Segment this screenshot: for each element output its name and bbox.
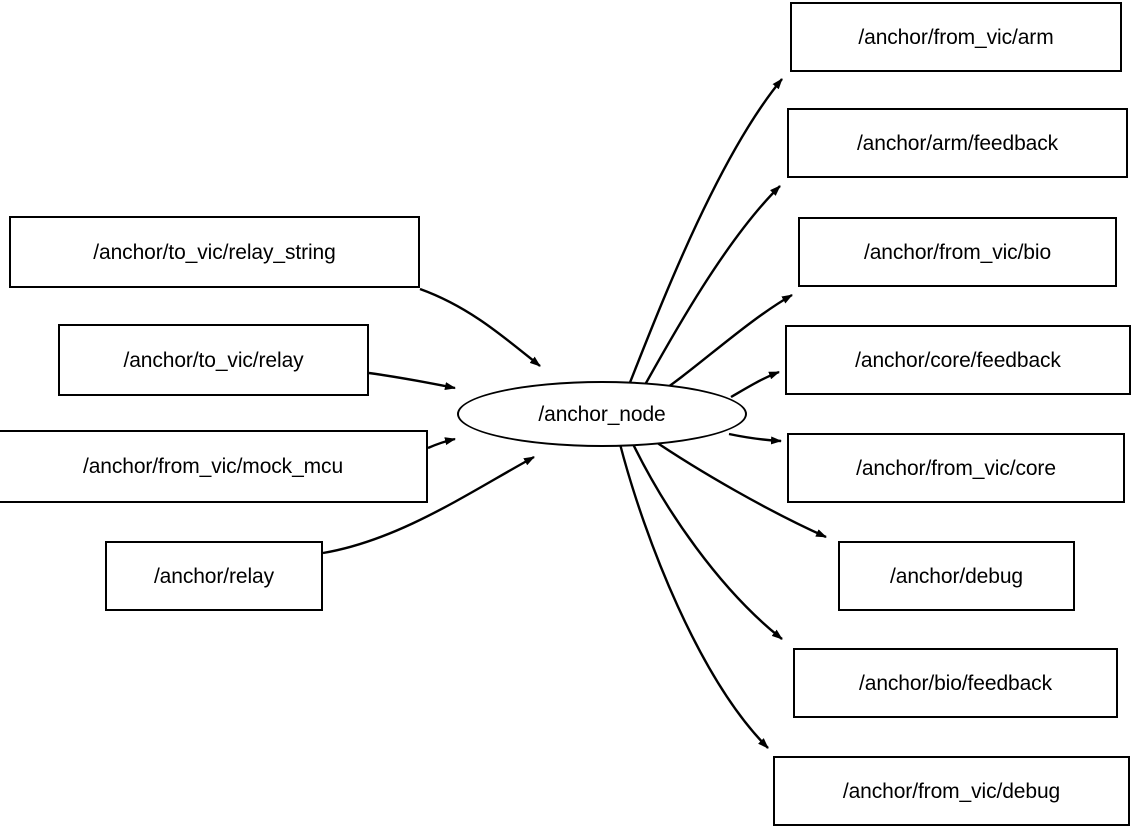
- topic-node-bio-feedback[interactable]: /anchor/bio/feedback: [793, 648, 1118, 718]
- edge-node-to-from-vic-debug: [618, 443, 769, 749]
- edge-node-to-debug: [649, 437, 827, 539]
- topic-label: /anchor/relay: [153, 564, 275, 588]
- topic-node-to-vic-relay-string[interactable]: /anchor/to_vic/relay_string: [9, 216, 420, 288]
- edge-node-to-bio-feedback: [630, 441, 783, 640]
- topic-node-to-vic-relay[interactable]: /anchor/to_vic/relay: [58, 324, 369, 396]
- topic-node-from-vic-core[interactable]: /anchor/from_vic/core: [787, 433, 1125, 503]
- topic-node-from-vic-arm[interactable]: /anchor/from_vic/arm: [790, 2, 1122, 72]
- topic-node-relay[interactable]: /anchor/relay: [105, 541, 323, 611]
- topic-node-debug[interactable]: /anchor/debug: [838, 541, 1075, 611]
- edge-node-to-arm-feedback: [639, 185, 781, 393]
- edge-node-to-from-vic-bio: [654, 293, 793, 398]
- center-node-label: /anchor_node: [538, 402, 666, 426]
- center-node-anchor-node[interactable]: /anchor_node: [457, 381, 747, 447]
- topic-label: /anchor/core/feedback: [855, 348, 1061, 372]
- edge-to-vic-relay-to-node: [368, 371, 456, 390]
- edge-node-to-core-feedback: [730, 370, 780, 399]
- edge-mock-mcu-to-node: [427, 437, 456, 450]
- topic-label: /anchor/from_vic/mock_mcu: [82, 455, 344, 478]
- topic-label: /anchor/from_vic/debug: [842, 779, 1061, 803]
- topic-label: /anchor/debug: [890, 564, 1023, 588]
- topic-node-from-vic-bio[interactable]: /anchor/from_vic/bio: [798, 217, 1117, 287]
- topic-label: /anchor/from_vic/core: [856, 456, 1056, 480]
- topic-node-arm-feedback[interactable]: /anchor/arm/feedback: [787, 108, 1128, 178]
- topic-node-from-vic-mock-mcu[interactable]: /anchor/from_vic/mock_mcu: [0, 430, 428, 503]
- topic-label: /anchor/bio/feedback: [859, 671, 1052, 695]
- topic-label: /anchor/to_vic/relay_string: [93, 240, 336, 264]
- topic-node-from-vic-debug[interactable]: /anchor/from_vic/debug: [773, 756, 1130, 826]
- topic-label: /anchor/from_vic/bio: [863, 240, 1052, 264]
- edge-node-to-from-vic-arm: [625, 78, 783, 391]
- topic-label: /anchor/arm/feedback: [856, 131, 1059, 155]
- edge-node-to-from-vic-core: [728, 432, 782, 445]
- topic-label: /anchor/from_vic/arm: [858, 25, 1054, 49]
- edge-relay-to-node: [322, 455, 535, 555]
- topic-label: /anchor/to_vic/relay: [123, 348, 304, 372]
- topic-node-core-feedback[interactable]: /anchor/core/feedback: [785, 325, 1131, 395]
- edge-relay-string-to-node: [419, 287, 541, 367]
